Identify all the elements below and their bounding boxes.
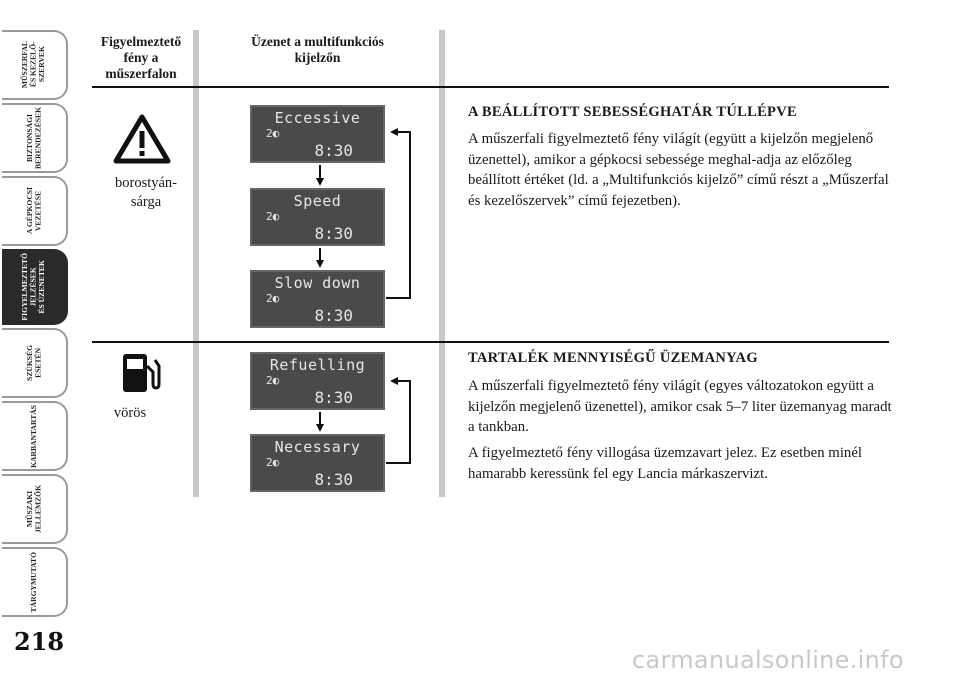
tab-muszerfal[interactable]: MŰSZERFAL ÉS KEZELŐ- SZERVEK — [2, 30, 68, 100]
lamp-icon: ◐ — [272, 127, 280, 140]
section-title-fuel-reserve: TARTALÉK MENNYISÉGŰ ÜZEMANYAG — [468, 350, 758, 366]
lcd-display: Necessary 2◐ 8:30 — [250, 434, 385, 492]
section-title-speed-limit: A BEÁLLÍTOTT SEBESSÉGHATÁR TÚLLÉPVE — [468, 104, 797, 120]
watermark: carmanualsonline.info — [632, 646, 904, 674]
lcd-display: Eccessive 2◐ 8:30 — [250, 105, 385, 163]
column-divider — [193, 30, 199, 497]
tab-figyelmezteto[interactable]: FIGYELMEZTETŐ JELZÉSEK ÉS ÜZENETEK — [2, 249, 68, 325]
tab-targymutato[interactable]: TÁRGYMUTATÓ — [2, 547, 68, 617]
gear-number: 2 — [266, 374, 273, 387]
lcd-message: Slow down — [274, 274, 361, 292]
fuel-pump-icon — [123, 354, 161, 392]
page-number: 218 — [14, 627, 65, 656]
tab-muszaki[interactable]: MŰSZAKI JELLEMZŐK — [2, 474, 68, 544]
lcd-gear: 2◐ — [266, 292, 279, 305]
lcd-message: Necessary — [274, 438, 361, 456]
lcd-gear: 2◐ — [266, 456, 279, 469]
tab-szukseg[interactable]: SZÜKSÉG ESETÉN — [2, 328, 68, 398]
section-rule — [92, 341, 889, 343]
lcd-time: 8:30 — [314, 388, 353, 407]
lcd-message: Speed — [293, 192, 342, 210]
lamp-icon: ◐ — [272, 374, 280, 387]
lcd-display: Speed 2◐ 8:30 — [250, 188, 385, 246]
gear-number: 2 — [266, 127, 273, 140]
header-rule — [92, 86, 889, 88]
gear-number: 2 — [266, 210, 273, 223]
lcd-time: 8:30 — [314, 224, 353, 243]
section-paragraph: A műszerfali figyelmeztető fény világít … — [468, 378, 892, 435]
lcd-gear: 2◐ — [266, 374, 279, 387]
lamp-icon: ◐ — [272, 292, 280, 305]
lamp-icon: ◐ — [272, 210, 280, 223]
lcd-time: 8:30 — [314, 306, 353, 325]
gear-number: 2 — [266, 292, 273, 305]
section-paragraph: A műszerfali figyelmeztető fény világít … — [468, 131, 889, 209]
lcd-time: 8:30 — [314, 141, 353, 160]
lcd-gear: 2◐ — [266, 210, 279, 223]
section-paragraph: A figyelmeztető fény villogása üzemzavar… — [468, 445, 863, 482]
column-header-display-message: Üzenet a multifunkciós kijelzőn — [251, 34, 384, 65]
warning-triangle-icon — [113, 114, 171, 164]
lcd-gear: 2◐ — [266, 127, 279, 140]
column-divider — [439, 30, 445, 497]
lamp-icon: ◐ — [272, 456, 280, 469]
lcd-message: Refuelling — [269, 356, 366, 374]
lcd-time: 8:30 — [314, 470, 353, 489]
lcd-message: Eccessive — [274, 109, 361, 127]
tab-biztonsagi[interactable]: BIZTONSÁGI BERENDEZÉSEK — [2, 103, 68, 173]
lcd-display: Slow down 2◐ 8:30 — [250, 270, 385, 328]
light-color-red: vörös — [113, 405, 147, 421]
lcd-display: Refuelling 2◐ 8:30 — [250, 352, 385, 410]
light-color-amber: borostyán- sárga — [114, 175, 177, 210]
tab-karbantartas[interactable]: KARBANTARTÁS — [2, 401, 68, 471]
tab-vezetese[interactable]: A GÉPKOCSI VEZETÉSE — [2, 176, 68, 246]
column-header-warning-light: Figyelmeztető fény a műszerfalon — [100, 34, 182, 81]
gear-number: 2 — [266, 456, 273, 469]
